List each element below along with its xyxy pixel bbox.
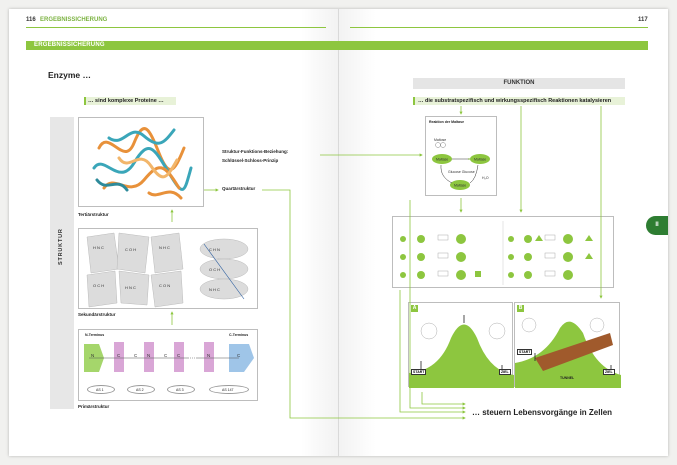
right-page-number: 117 [638, 17, 648, 23]
left-page-number: 116 [26, 17, 36, 23]
svg-text:C: C [177, 353, 181, 358]
n-terminus-label: N-Terminus [85, 333, 105, 337]
glucose-label: Glucose Glucose [448, 170, 475, 174]
svg-text:C H N: C H N [209, 247, 220, 252]
svg-text:H N C: H N C [125, 285, 136, 290]
primary-structure-box: N-Terminus C-Terminus N C C N C C N C AS 1 AS… [78, 329, 258, 401]
secondary-structure-diagram: H N C C O H N H C O C H H N C C O N C H N O C… [86, 232, 249, 308]
final-statement: … steuern Lebensvorgänge in Zellen [472, 408, 613, 417]
left-subtitle: … sind komplexe Proteine … [88, 98, 164, 104]
svg-text:O C H: O C H [93, 283, 104, 288]
funktion-label: FUNKTION [503, 80, 535, 86]
svg-text:N H C: N H C [209, 287, 220, 292]
secondary-label: Sekundärstruktur [78, 312, 116, 317]
start-sign-b: START [517, 349, 533, 355]
svg-text:C O N: C O N [159, 283, 170, 288]
goal-sign-b: ZIEL [603, 369, 615, 375]
amino-acid-oval-3: AS 3 [167, 385, 195, 394]
right-header-rule [350, 27, 648, 28]
maltase-label-1: Maltase [436, 158, 448, 162]
svg-text:O C H: O C H [209, 267, 220, 272]
specificity-grid [400, 221, 593, 285]
gutter-line [338, 9, 339, 456]
subtitle-highlight [84, 97, 176, 105]
quaternary-label: Quartärstruktur [222, 186, 256, 191]
primary-label: Primärstruktur [78, 404, 110, 409]
svg-text:C: C [134, 353, 138, 358]
maltase-reaction-box: Reaktion der Maltase Maltose Maltase Mal… [425, 116, 497, 196]
lock-key-label: Schlüssel-Schloss-Prinzip [222, 158, 279, 163]
panel-a-badge: A [411, 305, 418, 312]
secondary-structure-box: H N C C O H N H C O C H H N C C O N C H N O C… [78, 228, 258, 309]
tertiary-structure-box [78, 117, 204, 207]
tunnel-label: TUNNEL [560, 376, 575, 380]
section-bar: ERGEBNISSICHERUNG [26, 41, 648, 50]
funktion-bar: FUNKTION [413, 78, 625, 89]
left-running-head: ERGEBNISSICHERUNG [40, 17, 108, 23]
panel-b-badge: B [517, 305, 524, 312]
tertiary-label: Tertiärstruktur [78, 212, 109, 217]
page-title: Enzyme … [48, 70, 91, 80]
c-terminus-label: C-Terminus [229, 333, 249, 337]
svg-text:H N C: H N C [93, 245, 104, 250]
maltase-label-3: Maltase [454, 184, 466, 188]
water-label: H₂O [482, 176, 489, 180]
hill-diagram-a [409, 315, 514, 388]
maltase-cycle-diagram: Maltose Maltase Maltase Maltase Glucose … [432, 138, 490, 190]
chapter-tab[interactable]: II [646, 216, 668, 235]
protein-ribbon-image [92, 127, 193, 200]
reaction-title: Reaktion der Maltase [429, 120, 465, 124]
energy-panel-b: B START ZIEL TUNNEL [514, 302, 621, 388]
start-sign-a: START [411, 369, 427, 375]
specificity-table [392, 216, 614, 288]
section-bar-label: ERGEBNISSICHERUNG [34, 42, 105, 48]
amino-acid-oval-2: AS 2 [127, 385, 155, 394]
svg-text:C: C [117, 353, 121, 358]
function-subtitle: … die substratspezifisch und wirkungsspe… [418, 98, 612, 104]
amino-acid-oval-147: AS 147 [209, 385, 249, 394]
struktur-column: STRUKTUR [50, 117, 74, 409]
amino-acid-oval-1: AS 1 [87, 385, 115, 394]
hill-diagram-b [515, 317, 621, 388]
maltose-label: Maltose [434, 138, 446, 142]
energy-panel-a: A START ZIEL [408, 302, 514, 388]
goal-sign-a: ZIEL [499, 369, 511, 375]
svg-text:C O H: C O H [125, 247, 136, 252]
svg-text:C: C [237, 353, 241, 358]
svg-text:C: C [164, 353, 168, 358]
svg-text:N: N [147, 353, 150, 358]
maltase-label-2: Maltase [474, 158, 486, 162]
function-subtitle-highlight [413, 97, 625, 105]
left-header-rule [26, 27, 326, 28]
structure-function-label: Struktur-Funktions-Beziehung: [222, 149, 289, 154]
svg-text:N H C: N H C [159, 245, 170, 250]
svg-text:N: N [91, 353, 94, 358]
svg-text:N: N [207, 353, 210, 358]
